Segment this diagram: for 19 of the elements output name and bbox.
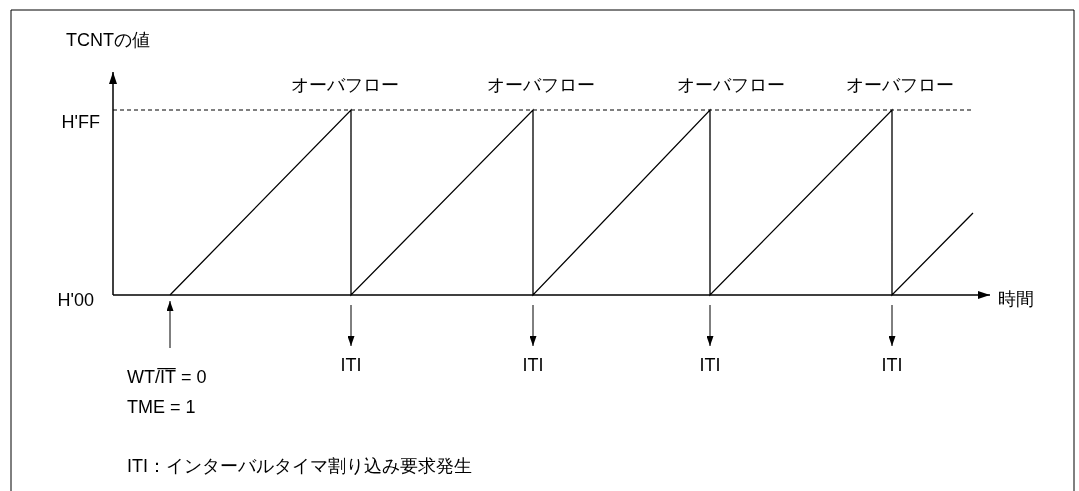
overflow-label: オーバフロー <box>487 74 595 96</box>
tick-label: H'FF <box>61 111 100 133</box>
interrupt-label: ITI <box>522 354 544 376</box>
overflow-label: オーバフロー <box>291 74 399 96</box>
arrow <box>888 304 896 347</box>
arrow <box>166 300 174 349</box>
note-text: ITI：インターバルタイマ割り込み要求発生 <box>127 455 472 477</box>
interrupt-label: ITI <box>881 354 903 376</box>
tick-label: H'00 <box>57 289 94 311</box>
arrow <box>529 304 537 347</box>
arrow <box>347 304 355 347</box>
interrupt-label: ITI <box>340 354 362 376</box>
interrupt-label: ITI <box>699 354 721 376</box>
axis-title: TCNTの値 <box>66 29 150 51</box>
arrow <box>706 304 714 347</box>
overflow-label: オーバフロー <box>677 74 785 96</box>
axis-title: 時間 <box>998 288 1034 310</box>
condition-text: WT/I̅T̅ = 0 TME = 1 <box>127 362 247 422</box>
overflow-label: オーバフロー <box>846 74 954 96</box>
